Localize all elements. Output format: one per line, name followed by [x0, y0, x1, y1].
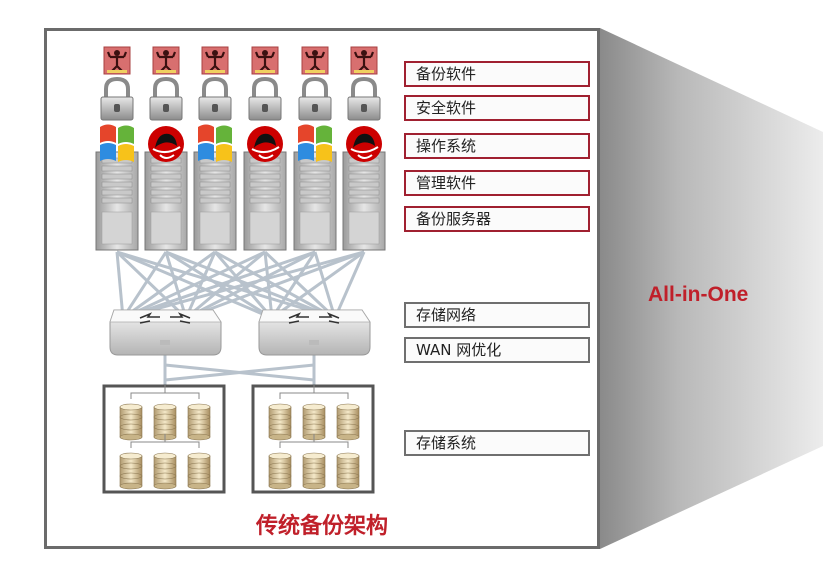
user-badge-icon — [301, 46, 329, 75]
windows-logo-icon — [100, 124, 134, 162]
layer-label-box: 操作系统 — [404, 133, 590, 159]
layer-label-box: 备份服务器 — [404, 206, 590, 232]
windows-logo-icon — [198, 124, 232, 162]
user-badge-icon — [251, 46, 279, 75]
server-tower-icon — [144, 151, 188, 251]
user-badge-icon — [201, 46, 229, 75]
layer-label-box: 管理软件 — [404, 170, 590, 196]
layer-label-box: WAN 网优化 — [404, 337, 590, 363]
layer-label-box: 存储系统 — [404, 430, 590, 456]
server-tower-icon — [293, 151, 337, 251]
padlock-icon — [298, 76, 332, 121]
server-tower-icon — [193, 151, 237, 251]
server-tower-icon — [95, 151, 139, 251]
storage-array-icon — [251, 384, 375, 494]
redhat-logo-icon — [247, 126, 283, 162]
layer-label-box: 备份软件 — [404, 61, 590, 87]
padlock-icon — [149, 76, 183, 121]
network-switch-icon — [258, 309, 371, 356]
redhat-logo-icon — [148, 126, 184, 162]
all-in-one-label: All-in-One — [648, 283, 749, 306]
server-tower-icon — [243, 151, 287, 251]
padlock-icon — [198, 76, 232, 121]
layer-label-box: 存储网络 — [404, 302, 590, 328]
layer-label-box: 安全软件 — [404, 95, 590, 121]
connection-lines — [115, 250, 366, 385]
user-badge-icon — [103, 46, 131, 75]
redhat-logo-icon — [346, 126, 382, 162]
server-tower-icon — [342, 151, 386, 251]
network-switch-icon — [109, 309, 222, 356]
padlock-icon — [248, 76, 282, 121]
user-badge-icon — [350, 46, 378, 75]
user-badge-icon — [152, 46, 180, 75]
padlock-icon — [347, 76, 381, 121]
padlock-icon — [100, 76, 134, 121]
windows-logo-icon — [298, 124, 332, 162]
diagram-caption: 传统备份架构 — [255, 514, 388, 539]
storage-array-icon — [102, 384, 226, 494]
